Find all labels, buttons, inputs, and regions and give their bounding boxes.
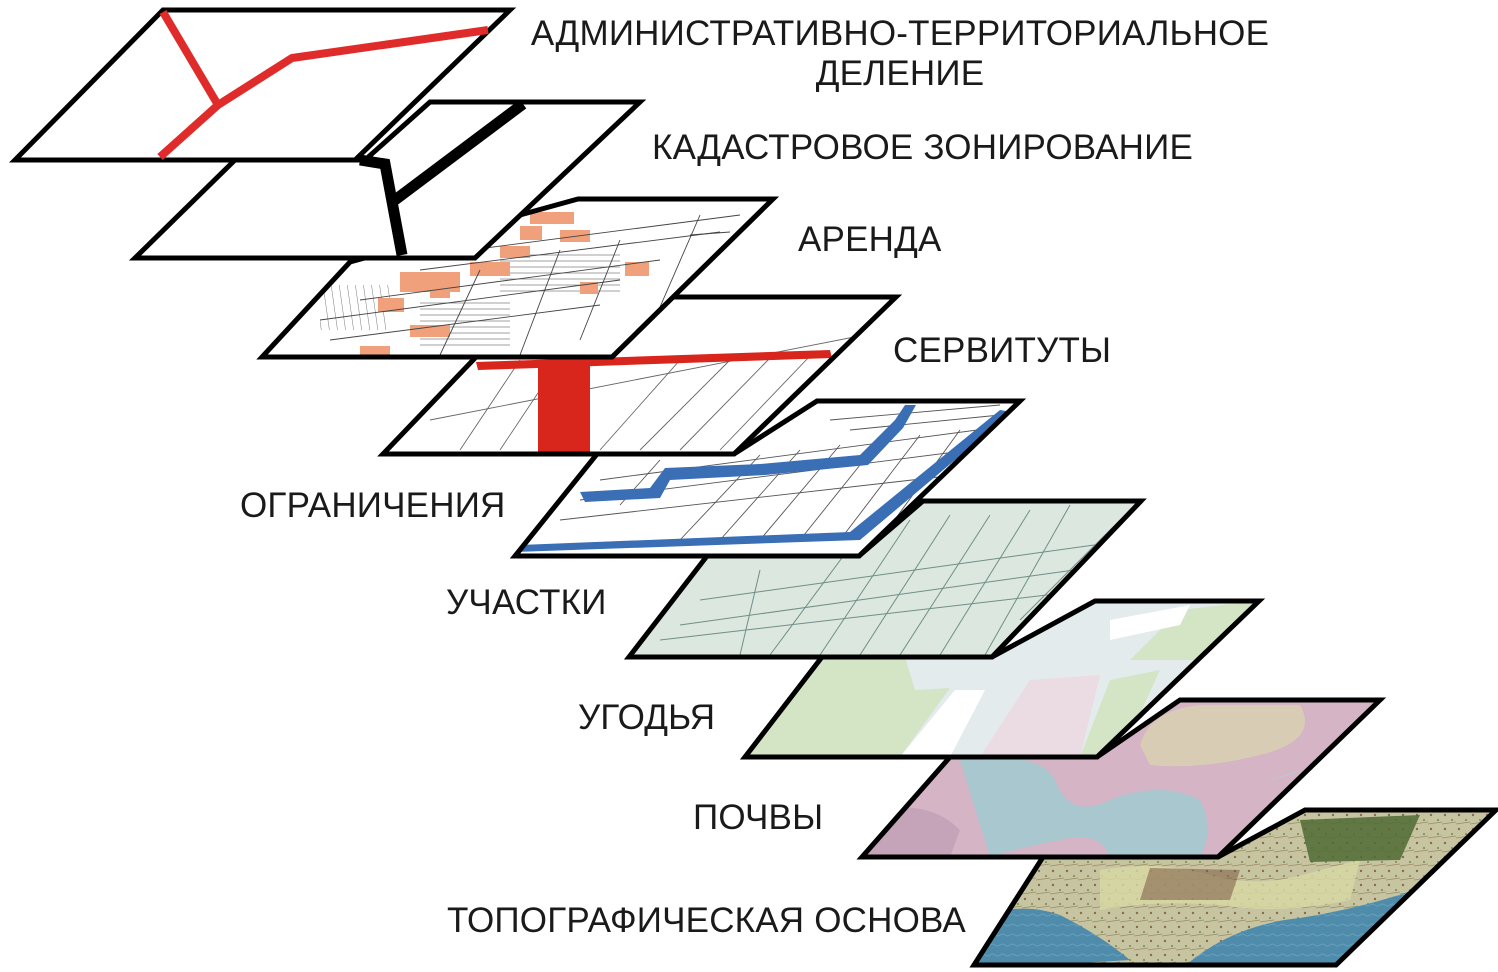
label-restrictions: ОГРАНИЧЕНИЯ bbox=[240, 486, 506, 525]
easement-corridor bbox=[538, 360, 590, 454]
label-lands: УГОДЬЯ bbox=[578, 698, 716, 737]
admin-boundary-main bbox=[157, 26, 489, 160]
cadastral-boundary-north bbox=[391, 99, 527, 205]
lease-parcels bbox=[360, 212, 649, 356]
label-admin: АДМИНИСТРАТИВНО-ТЕРРИТОРИАЛЬНОЕ ДЕЛЕНИЕ bbox=[531, 14, 1269, 94]
admin-boundary-branch bbox=[159, 9, 222, 108]
label-admin-line2: ДЕЛЕНИЕ bbox=[815, 54, 985, 93]
soils-tan bbox=[1140, 705, 1305, 767]
lease-frame bbox=[256, 196, 780, 360]
lands-green-west bbox=[745, 657, 950, 757]
label-cadastral: КАДАСТРОВОЕ ЗОНИРОВАНИЕ bbox=[652, 128, 1194, 167]
lands-pink bbox=[980, 675, 1100, 757]
restriction-band-south bbox=[515, 410, 1012, 552]
cadastral-boundary-south bbox=[359, 154, 408, 257]
soils-blue bbox=[960, 757, 1208, 857]
layer-cadastral bbox=[128, 99, 647, 261]
layer-admin bbox=[9, 7, 517, 163]
label-topo: ТОПОГРАФИЧЕСКАЯ ОСНОВА bbox=[447, 901, 966, 940]
label-easements: СЕРВИТУТЫ bbox=[893, 331, 1112, 370]
label-plots: УЧАСТКИ bbox=[446, 583, 607, 622]
label-soils: ПОЧВЫ bbox=[693, 798, 824, 837]
label-admin-line1: АДМИНИСТРАТИВНО-ТЕРРИТОРИАЛЬНОЕ bbox=[530, 14, 1270, 53]
label-lease: АРЕНДА bbox=[798, 220, 942, 259]
layer-lands bbox=[739, 598, 1266, 760]
topo-water-west bbox=[974, 908, 1130, 965]
restriction-band-north bbox=[580, 405, 916, 502]
